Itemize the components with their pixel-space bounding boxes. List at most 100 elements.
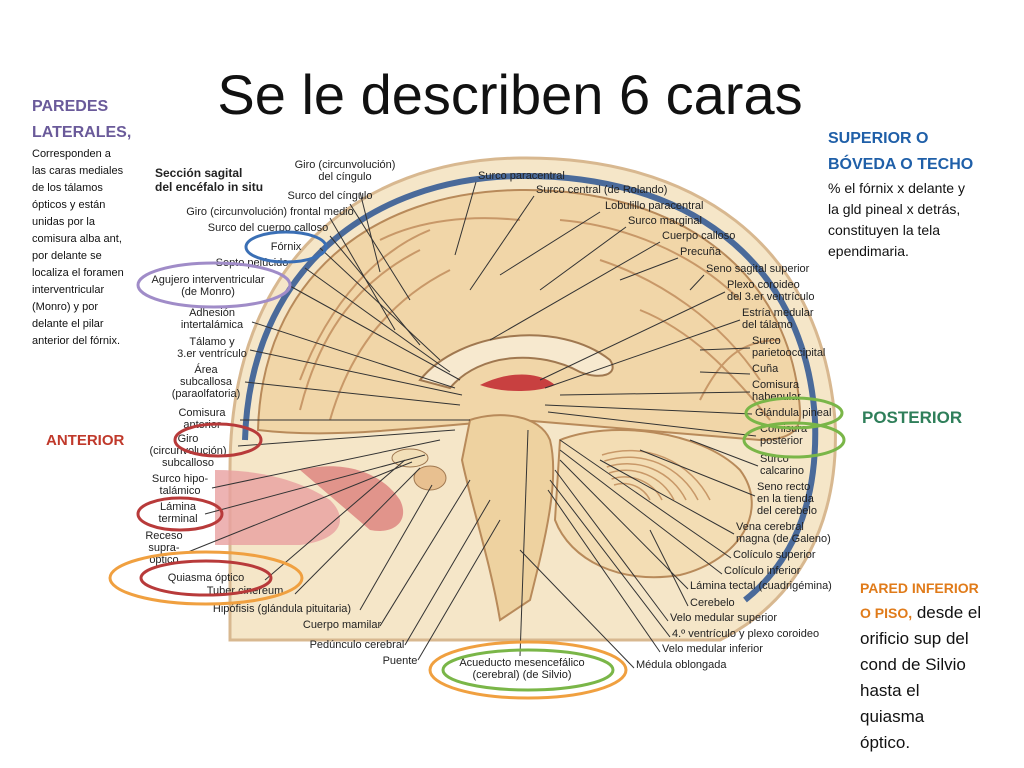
anatomy-label: en la tienda xyxy=(757,493,815,505)
lateral-walls-description: PAREDES LATERALES, Corresponden a las ca… xyxy=(32,94,150,350)
anatomy-label: Surco del cuerpo calloso xyxy=(208,222,328,234)
leader-line xyxy=(417,519,501,661)
leader-line xyxy=(289,285,461,381)
roof-heading-2: BÓVEDA O TECHO xyxy=(828,156,974,173)
lateral-line: ópticos y están xyxy=(32,199,106,211)
anatomy-label: Pedúnculo cerebral xyxy=(310,639,405,651)
anatomy-label: Glándula pineal xyxy=(755,407,831,419)
leader-line xyxy=(329,217,396,331)
anatomy-label: subcalloso xyxy=(162,457,214,469)
highlight-post-commissure xyxy=(742,421,846,459)
leader-line xyxy=(699,371,751,375)
leader-line xyxy=(244,381,461,406)
anatomy-label: Lámina tectal (cuadrigémina) xyxy=(690,580,832,592)
leader-line xyxy=(249,349,463,396)
lateral-line: (Monro) y por xyxy=(32,301,99,313)
lateral-line: de los tálamos xyxy=(32,182,103,194)
anatomy-label: Precuña xyxy=(680,246,722,258)
floor-heading-2: O PISO, xyxy=(860,605,913,621)
anterior-label: ANTERIOR xyxy=(46,432,125,449)
dura-layer xyxy=(242,172,819,603)
cerebellum-folium xyxy=(606,463,687,501)
panel-title-1: Sección sagital xyxy=(155,166,242,180)
leader-line xyxy=(204,454,426,515)
roof-line: ependimaria. xyxy=(828,243,909,259)
aqueduct-label: Acueducto mesencefálico xyxy=(459,657,584,669)
cerebrum xyxy=(256,188,802,442)
anatomy-label: Seno recto xyxy=(757,481,810,493)
anatomy-label: (de Monro) xyxy=(181,286,235,298)
sulcus-line xyxy=(299,249,421,411)
leader-line xyxy=(547,411,757,437)
cerebellum-folium xyxy=(601,449,711,501)
leader-line xyxy=(544,404,753,415)
roof-line: constituyen la tela xyxy=(828,222,941,238)
leader-line xyxy=(469,195,535,291)
aqueduct-label: (cerebral) (de Silvio) xyxy=(472,669,571,681)
lateral-line: anterior del fórnix. xyxy=(32,335,121,347)
lateral-heading-2: LATERALES, xyxy=(32,124,132,141)
sulcus-line xyxy=(599,259,761,381)
anatomy-label: intertalámica xyxy=(181,319,244,331)
anatomy-label: talámico xyxy=(160,485,201,497)
lateral-line: Corresponden a xyxy=(32,148,111,160)
anatomy-label: Médula oblongada xyxy=(636,659,727,671)
anatomy-label: Colículo superior xyxy=(733,549,816,561)
anatomy-label: Plexo coroideo xyxy=(727,279,800,291)
anatomy-label: Giro xyxy=(178,433,199,445)
anatomy-label: subcallosa xyxy=(180,376,233,388)
leader-line xyxy=(639,449,756,497)
leader-line xyxy=(559,391,751,396)
anatomy-label: Giro (circunvolución) frontal medio xyxy=(186,206,354,218)
leader-line xyxy=(379,479,471,627)
anatomy-label: del tálamo xyxy=(742,319,793,331)
leader-line xyxy=(559,449,723,575)
lateral-line: localiza el foramen xyxy=(32,267,124,279)
pituitary xyxy=(413,465,447,491)
nasal-tissue xyxy=(215,470,340,545)
anatomy-label: Surco xyxy=(752,335,781,347)
roof-description: SUPERIOR O BÓVEDA O TECHO % el fórnix x … xyxy=(828,126,1018,262)
leader-line xyxy=(304,267,451,373)
anatomy-label: Fórnix xyxy=(271,241,302,253)
floor-heading-1: PARED INFERIOR xyxy=(860,580,979,596)
leader-line xyxy=(544,319,741,389)
floor-line: óptico. xyxy=(860,733,911,752)
anatomy-label: calcarino xyxy=(760,465,804,477)
roof-line: la gld pineal x detrás, xyxy=(828,201,961,217)
choroid-plexus xyxy=(480,374,555,392)
anatomy-label: Cuerpo mamilar xyxy=(303,619,382,631)
optic-chiasm xyxy=(391,448,429,468)
leader-line xyxy=(519,429,529,657)
cerebellum-folium xyxy=(608,469,675,501)
floor-heading-2b: desde el xyxy=(912,603,982,622)
anatomy-label: Cerebelo xyxy=(690,597,735,609)
leader-line xyxy=(237,429,456,447)
anatomy-label: Puente xyxy=(383,655,418,667)
floor-line: hasta el xyxy=(860,681,920,700)
panel-title-2: del encéfalo in situ xyxy=(155,180,263,194)
highlight-chiasm-outer xyxy=(108,550,304,606)
lateral-heading-1: PAREDES xyxy=(32,98,109,115)
leader-line xyxy=(251,321,456,389)
anatomy-label: Hipófisis (glándula pituitaria) xyxy=(213,603,351,615)
anatomy-label: terminal xyxy=(158,513,197,525)
cerebellum xyxy=(553,429,753,579)
floor-line: cond de Silvio xyxy=(860,655,966,674)
highlight-ant-commissure xyxy=(173,422,263,458)
cerebellum-folium xyxy=(611,476,663,501)
leader-line xyxy=(539,291,726,381)
leader-line xyxy=(519,549,635,669)
anatomy-label: parietooccipital xyxy=(752,347,825,359)
anatomy-label: Surco central (de Rolando) xyxy=(536,184,667,196)
anatomy-label: Lobulillo paracentral xyxy=(605,200,703,212)
anatomy-label: del cíngulo xyxy=(318,171,371,183)
leader-line xyxy=(699,347,751,351)
cerebellum-folia xyxy=(601,449,711,501)
anatomy-label: Comisura xyxy=(752,379,800,391)
leader-line xyxy=(559,459,689,590)
anatomy-label: Quiasma óptico xyxy=(168,572,244,584)
lateral-line: las caras mediales xyxy=(32,165,124,177)
